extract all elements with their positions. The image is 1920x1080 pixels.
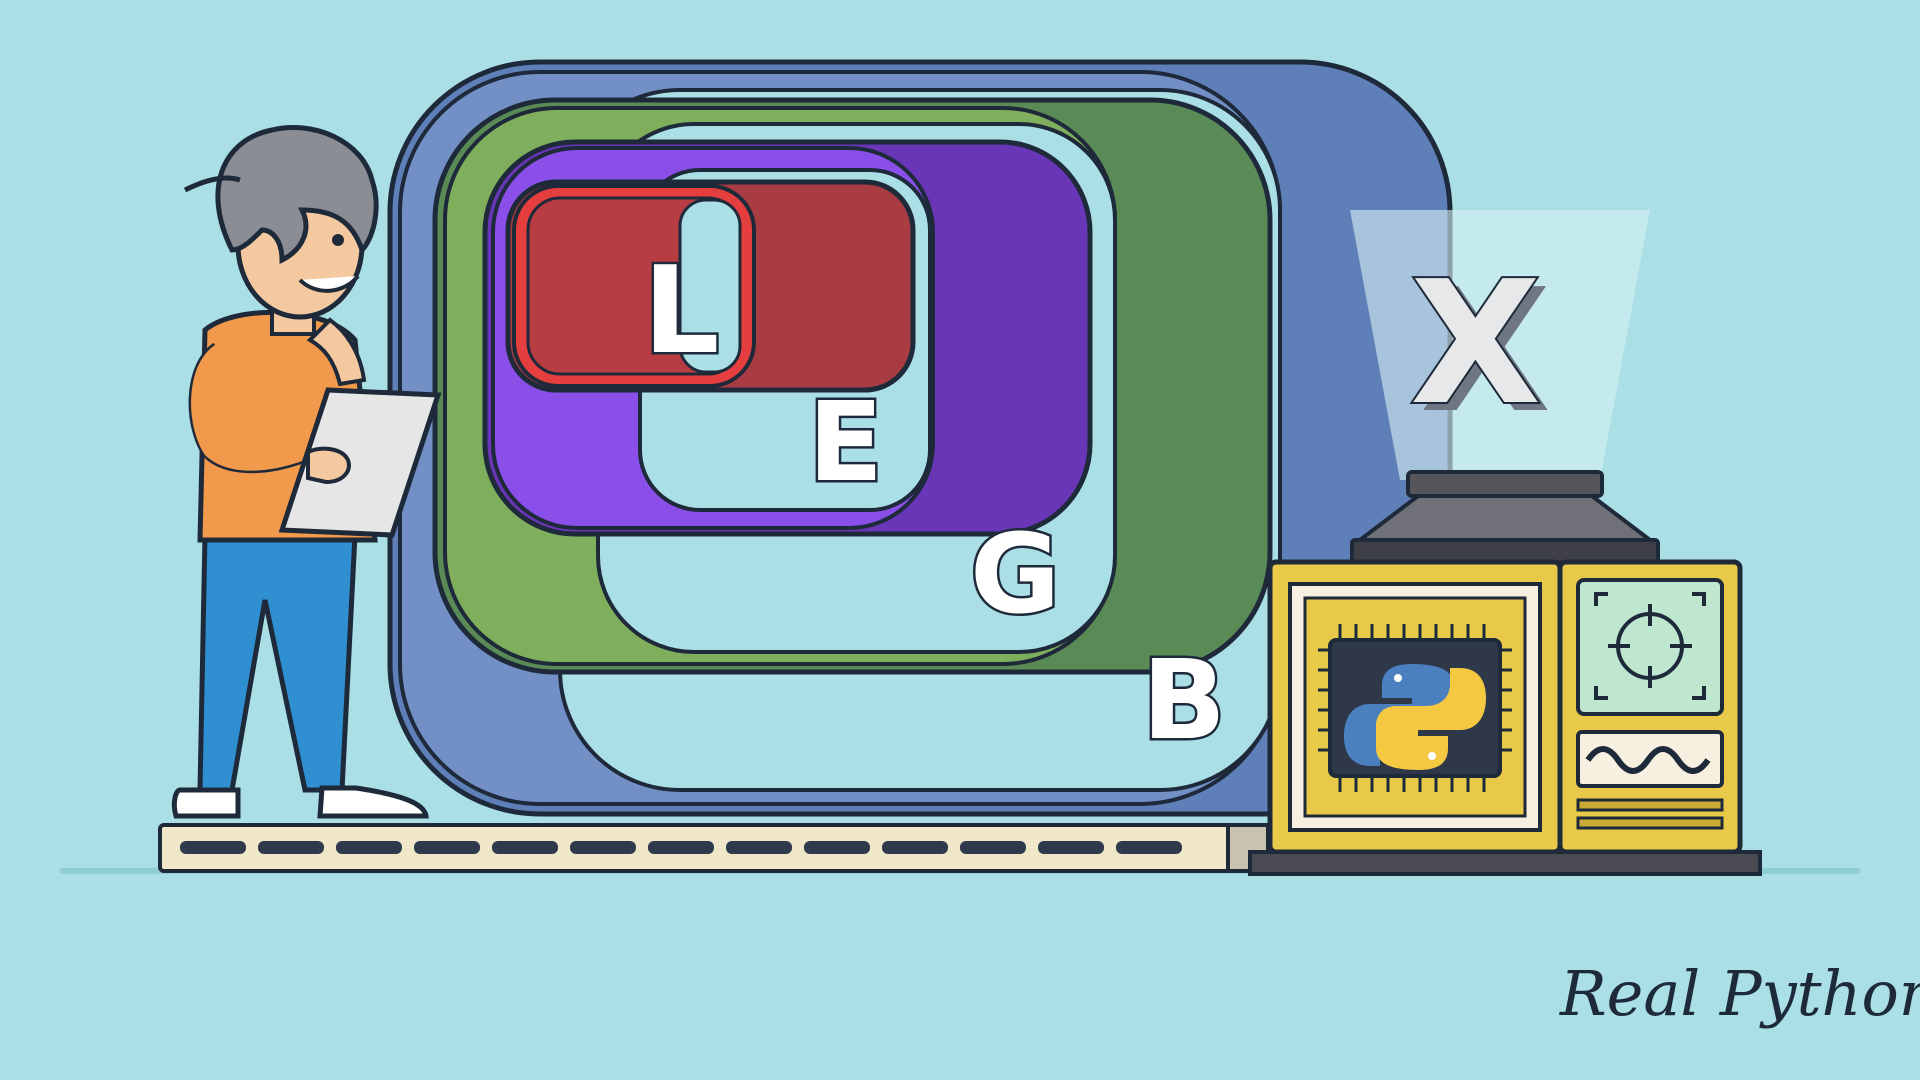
crosshair-icon — [1594, 592, 1706, 700]
cpu-cabinet — [1267, 559, 1563, 855]
python-logo-icon — [1344, 664, 1486, 770]
local-letter: L — [643, 242, 719, 381]
enclosing-letter: E — [808, 378, 883, 506]
monitor-cabinet — [1557, 559, 1743, 855]
brand-logo: Real Python — [1559, 957, 1920, 1030]
projector-light-beam — [1350, 210, 1650, 480]
clipboard — [278, 387, 442, 538]
excluded-letter-shadow: X — [1420, 253, 1551, 451]
conveyor-platform — [158, 823, 1270, 873]
sine-wave-icon — [1585, 746, 1711, 774]
global-letter: G — [970, 510, 1060, 638]
builtin-letter: B — [1142, 636, 1226, 764]
person-with-clipboard-illustration — [171, 124, 442, 819]
local-scope-box — [505, 179, 916, 393]
projector-head — [1350, 470, 1660, 564]
excluded-letter: X — [1410, 245, 1541, 443]
cabinet-base — [1248, 850, 1762, 876]
